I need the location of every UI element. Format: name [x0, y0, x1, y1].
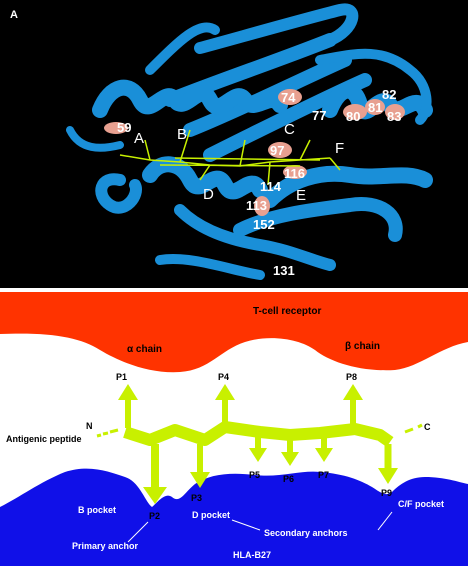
label-p1: P1 — [116, 372, 127, 382]
p2-arrow — [143, 444, 167, 504]
highlighted-residues — [104, 89, 405, 216]
residue-number-labels: 59 74 77 80 81 82 83 97 116 114 113 152 … — [117, 87, 401, 278]
secondary-anchors-label: Secondary anchors — [264, 528, 348, 538]
antigenic-peptide — [96, 384, 423, 504]
antigenic-peptide-label: Antigenic peptide — [6, 434, 82, 444]
pocket-label-a: A — [134, 130, 144, 147]
primary-anchor-label: Primary anchor — [72, 541, 139, 551]
label-p5: P5 — [249, 470, 260, 480]
residue-113: 113 — [246, 198, 267, 213]
label-p9: P9 — [381, 488, 392, 498]
p6-arrow — [281, 440, 299, 466]
panel-a-letter: A — [10, 9, 18, 21]
panel-b-schematic: B T-cell receptor α chain β chain P1 P2 … — [0, 292, 468, 566]
pocket-label-c: C — [284, 121, 295, 138]
protein-ribbon — [66, 3, 433, 280]
residue-97: 97 — [270, 143, 284, 158]
p9-arrow — [378, 444, 398, 484]
p7-arrow — [315, 438, 333, 462]
p8-arrow — [343, 384, 363, 427]
label-p6: P6 — [283, 474, 294, 484]
tcr-label: T-cell receptor — [253, 306, 321, 317]
label-p2: P2 — [149, 511, 160, 521]
p4-arrow — [215, 384, 235, 425]
residue-131: 131 — [273, 263, 295, 278]
residue-83: 83 — [387, 109, 401, 124]
b-pocket-label: B pocket — [78, 505, 116, 515]
beta-chain-label: β chain — [345, 341, 380, 352]
residue-152: 152 — [253, 217, 275, 232]
t-cell-receptor-shape — [0, 292, 468, 373]
hla-b27-label: HLA-B27 — [233, 550, 271, 560]
pocket-label-f: F — [335, 140, 344, 157]
residue-114: 114 — [260, 179, 282, 194]
cf-pocket-label: C/F pocket — [398, 499, 444, 509]
c-terminus-label: C — [424, 422, 431, 432]
residue-81: 81 — [368, 100, 382, 115]
n-terminus-label: N — [86, 421, 93, 431]
pocket-label-e: E — [296, 187, 306, 204]
panel-a-structure: A A B C D — [0, 0, 468, 288]
pocket-letter-labels: A B C D E F — [134, 121, 344, 204]
residue-116: 116 — [284, 166, 305, 181]
antigenic-peptide-stick — [119, 129, 341, 186]
anchor-leader-lines — [127, 511, 393, 543]
residue-80: 80 — [346, 109, 360, 124]
binding-schematic: B T-cell receptor α chain β chain P1 P2 … — [0, 292, 468, 566]
label-p4: P4 — [218, 372, 229, 382]
alpha-chain-label: α chain — [127, 344, 162, 355]
pocket-label-d: D — [203, 186, 214, 203]
residue-59: 59 — [117, 120, 131, 135]
residue-77: 77 — [312, 108, 326, 123]
pocket-label-b: B — [177, 126, 187, 143]
position-labels: P1 P2 P3 P4 P5 P6 P7 P8 P9 — [116, 372, 392, 521]
label-p3: P3 — [191, 493, 202, 503]
residue-82: 82 — [382, 87, 396, 102]
p5-arrow — [249, 437, 267, 462]
ribbon-structure-image: A A B C D — [10, 3, 433, 280]
p1-arrow — [118, 384, 138, 428]
label-p8: P8 — [346, 372, 357, 382]
hla-b27-shape — [0, 468, 468, 566]
p3-arrow — [190, 444, 210, 488]
label-p7: P7 — [318, 470, 329, 480]
d-pocket-label: D pocket — [192, 510, 230, 520]
residue-74: 74 — [281, 90, 296, 105]
